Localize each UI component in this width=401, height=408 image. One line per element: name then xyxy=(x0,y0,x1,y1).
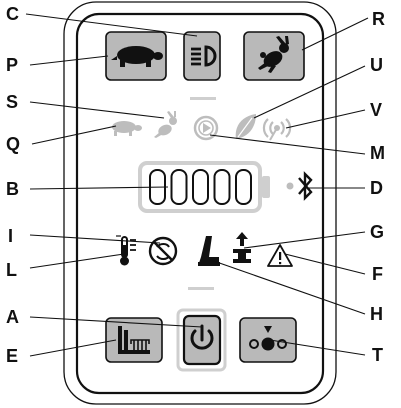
divider-bottom xyxy=(188,287,214,290)
callout-H: H xyxy=(370,304,383,324)
status-dot xyxy=(286,182,294,190)
callout-P: P xyxy=(6,55,18,75)
battery-bar-4 xyxy=(213,169,231,205)
play-indicator-icon xyxy=(193,115,219,141)
leaf-eco-indicator-icon xyxy=(235,114,256,139)
callout-E: E xyxy=(6,346,18,366)
leader-V xyxy=(285,109,366,129)
headlight-button[interactable] xyxy=(183,31,221,81)
callout-G: G xyxy=(370,222,384,242)
warning-triangle-icon xyxy=(267,244,293,267)
cutting-deck-button-icon xyxy=(118,326,150,354)
turtle-slow-button-icon xyxy=(111,46,163,67)
leader-A xyxy=(29,316,203,328)
power-button[interactable] xyxy=(176,308,227,372)
leader-B xyxy=(29,186,169,190)
blade-disabled-icon xyxy=(148,236,178,266)
headlight-button-icon xyxy=(191,45,217,67)
leader-L xyxy=(29,253,125,269)
divider-top xyxy=(190,97,216,100)
leader-E xyxy=(29,339,117,357)
temperature-icon xyxy=(116,235,136,266)
callout-A: A xyxy=(6,307,19,327)
blade-engage-button[interactable] xyxy=(239,317,297,363)
seat-icon xyxy=(198,236,220,266)
leader-S xyxy=(29,101,165,119)
leader-G xyxy=(243,231,366,249)
turtle-indicator-icon xyxy=(112,121,142,136)
turtle-slow-button[interactable] xyxy=(105,31,167,81)
leader-R xyxy=(301,17,369,51)
callout-D: D xyxy=(370,178,383,198)
leader-P xyxy=(29,55,109,66)
battery-bar-5 xyxy=(235,169,252,205)
bluetooth-icon xyxy=(298,171,313,201)
callout-F: F xyxy=(372,264,383,284)
lift-indicator-icon xyxy=(233,232,251,263)
leader-I xyxy=(29,234,161,244)
callout-R: R xyxy=(372,9,385,29)
leader-lines xyxy=(25,13,369,357)
callout-C: C xyxy=(6,4,19,24)
leader-F xyxy=(284,253,366,275)
leader-M xyxy=(209,134,366,155)
callout-I: I xyxy=(8,226,13,246)
callout-M: M xyxy=(370,143,385,163)
leader-T xyxy=(269,339,366,356)
cutting-deck-button[interactable] xyxy=(105,317,163,363)
panel-inner-bezel xyxy=(75,12,325,395)
power-button-icon xyxy=(190,324,214,350)
callout-Q: Q xyxy=(6,134,20,154)
leader-H xyxy=(207,258,366,315)
rabbit-indicator-icon xyxy=(154,111,177,138)
callout-L: L xyxy=(6,260,17,280)
panel-outer-housing xyxy=(63,1,337,405)
battery-bar-3 xyxy=(192,169,209,205)
rabbit-fast-button-icon xyxy=(258,36,289,73)
callout-S: S xyxy=(6,92,18,112)
callout-U: U xyxy=(370,55,383,75)
signal-indicator-icon xyxy=(262,118,292,141)
callout-letters: C R P U S V Q M B D I G L F A H E T xyxy=(6,4,385,366)
callout-V: V xyxy=(370,100,382,120)
leader-Q xyxy=(31,125,117,145)
battery-bar-2 xyxy=(170,169,188,205)
rabbit-fast-button[interactable] xyxy=(243,31,305,81)
callout-B: B xyxy=(6,179,19,199)
callout-T: T xyxy=(372,345,383,365)
leader-U xyxy=(253,65,366,119)
leader-C xyxy=(25,13,198,37)
